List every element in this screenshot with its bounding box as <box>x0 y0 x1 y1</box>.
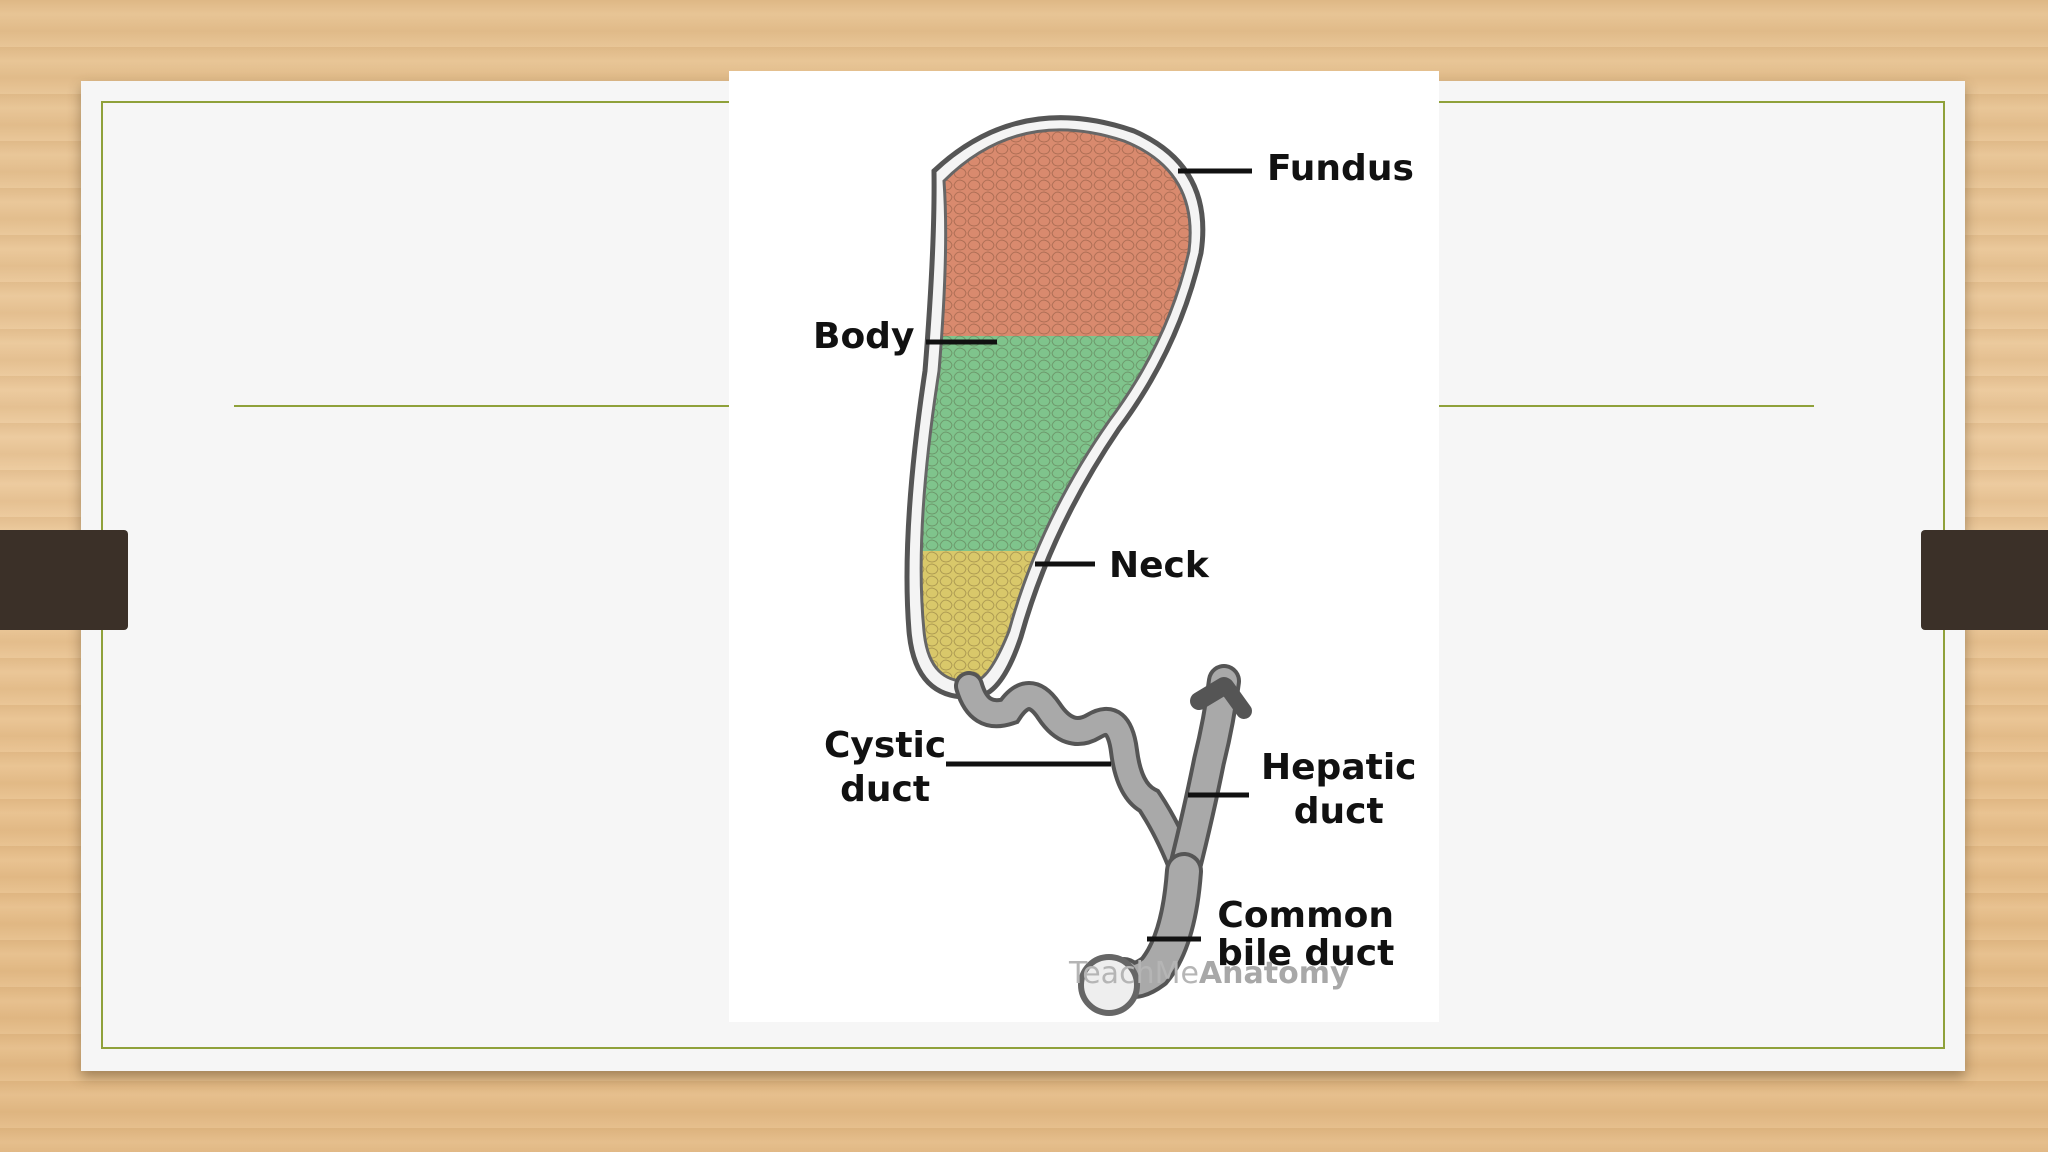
title-rule-left <box>234 405 729 407</box>
label-cystic-duct: Cystic duct <box>824 725 947 810</box>
watermark: TeachMeAnatomy <box>1069 956 1350 991</box>
gallbladder-illustration <box>904 115 1252 1016</box>
label-common-bile-duct: Common bile duct <box>1217 895 1395 974</box>
label-neck: Neck <box>1109 545 1209 586</box>
title-rule-right <box>1438 405 1814 407</box>
watermark-bold: Anatomy <box>1198 956 1350 991</box>
label-fundus: Fundus <box>1267 148 1414 189</box>
slide-tab-left <box>0 530 128 630</box>
label-hepatic-duct: Hepatic duct <box>1261 747 1417 832</box>
label-body: Body <box>813 316 915 357</box>
slide-tab-right <box>1921 530 2048 630</box>
watermark-prefix: TeachMe <box>1069 956 1199 991</box>
gallbladder-figure: Fundus Body Neck Cystic duct Hepatic duc… <box>729 71 1439 1022</box>
